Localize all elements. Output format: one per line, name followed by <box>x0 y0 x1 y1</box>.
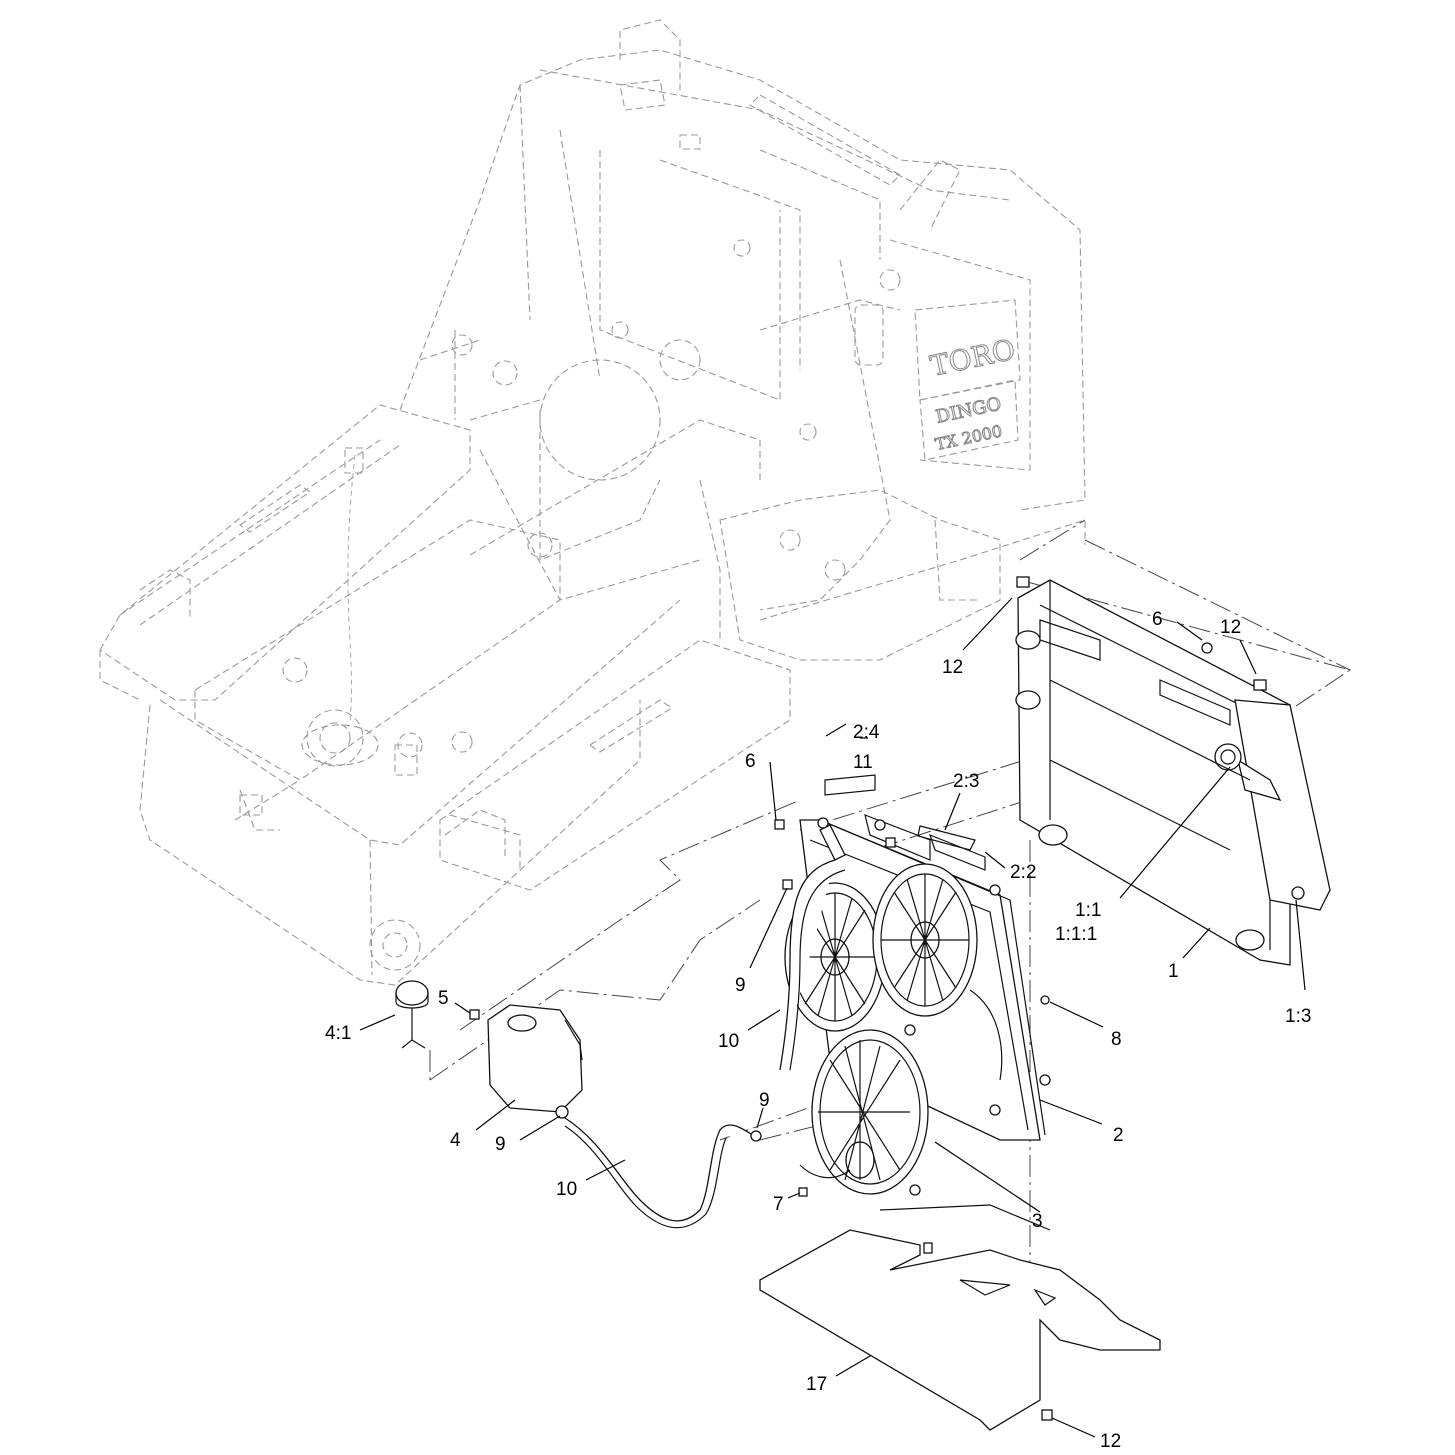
callout-9-lower: 9 <box>495 1134 506 1155</box>
callout-4: 4 <box>450 1130 461 1151</box>
callout-2-2: 2:2 <box>1010 862 1036 883</box>
callout-9-upper: 9 <box>735 975 746 996</box>
brand-decal: TORO <box>927 333 1018 383</box>
callout-7: 7 <box>773 1194 784 1215</box>
callout-10-upper: 10 <box>718 1031 739 1052</box>
callout-1-1-1: 1:1:1 <box>1055 924 1097 945</box>
callout-12-bottom: 12 <box>1100 1431 1121 1452</box>
leader-lines <box>359 597 1306 1438</box>
callout-6-right: 6 <box>1152 609 1163 630</box>
callout-11: 11 <box>853 752 873 773</box>
callout-10-lower: 10 <box>556 1179 577 1200</box>
callout-2: 2 <box>1113 1125 1124 1146</box>
callout-12-right: 12 <box>1220 617 1241 638</box>
callout-1: 1 <box>1168 961 1179 982</box>
lower-fan <box>799 1024 929 1196</box>
callout-8: 8 <box>1111 1029 1122 1050</box>
coolant-reservoir <box>487 1004 583 1119</box>
callout-2-4: 2:4 <box>853 722 880 743</box>
upper-hose <box>779 859 1003 1081</box>
callout-labels: 12 6 12 2:4 11 6 2:3 2:2 1:1 1:1:1 1 1:3… <box>325 609 1311 1452</box>
clamp-5 <box>469 1009 480 1020</box>
callout-6-left: 6 <box>745 751 756 772</box>
callout-12-top: 12 <box>942 657 963 678</box>
machine-frame-ghost: TORO DINGO TX 2000 <box>99 19 1086 986</box>
callout-4-1: 4:1 <box>325 1023 351 1044</box>
callout-9-hose: 9 <box>759 1090 770 1111</box>
radiator-assembly <box>1015 579 1331 966</box>
callout-3: 3 <box>1032 1211 1043 1232</box>
overflow-hose <box>564 1117 762 1229</box>
reservoir-cap <box>395 980 429 1049</box>
callout-1-3: 1:3 <box>1285 1006 1311 1027</box>
base-plate <box>759 1204 1161 1431</box>
upper-fans <box>784 863 978 1032</box>
callout-2-3: 2:3 <box>953 771 979 792</box>
callout-17: 17 <box>806 1374 827 1395</box>
radiator-hardware <box>1016 576 1267 691</box>
small-hardware <box>774 774 1053 1421</box>
callout-1-1: 1:1 <box>1075 900 1101 921</box>
callout-5: 5 <box>438 988 449 1009</box>
